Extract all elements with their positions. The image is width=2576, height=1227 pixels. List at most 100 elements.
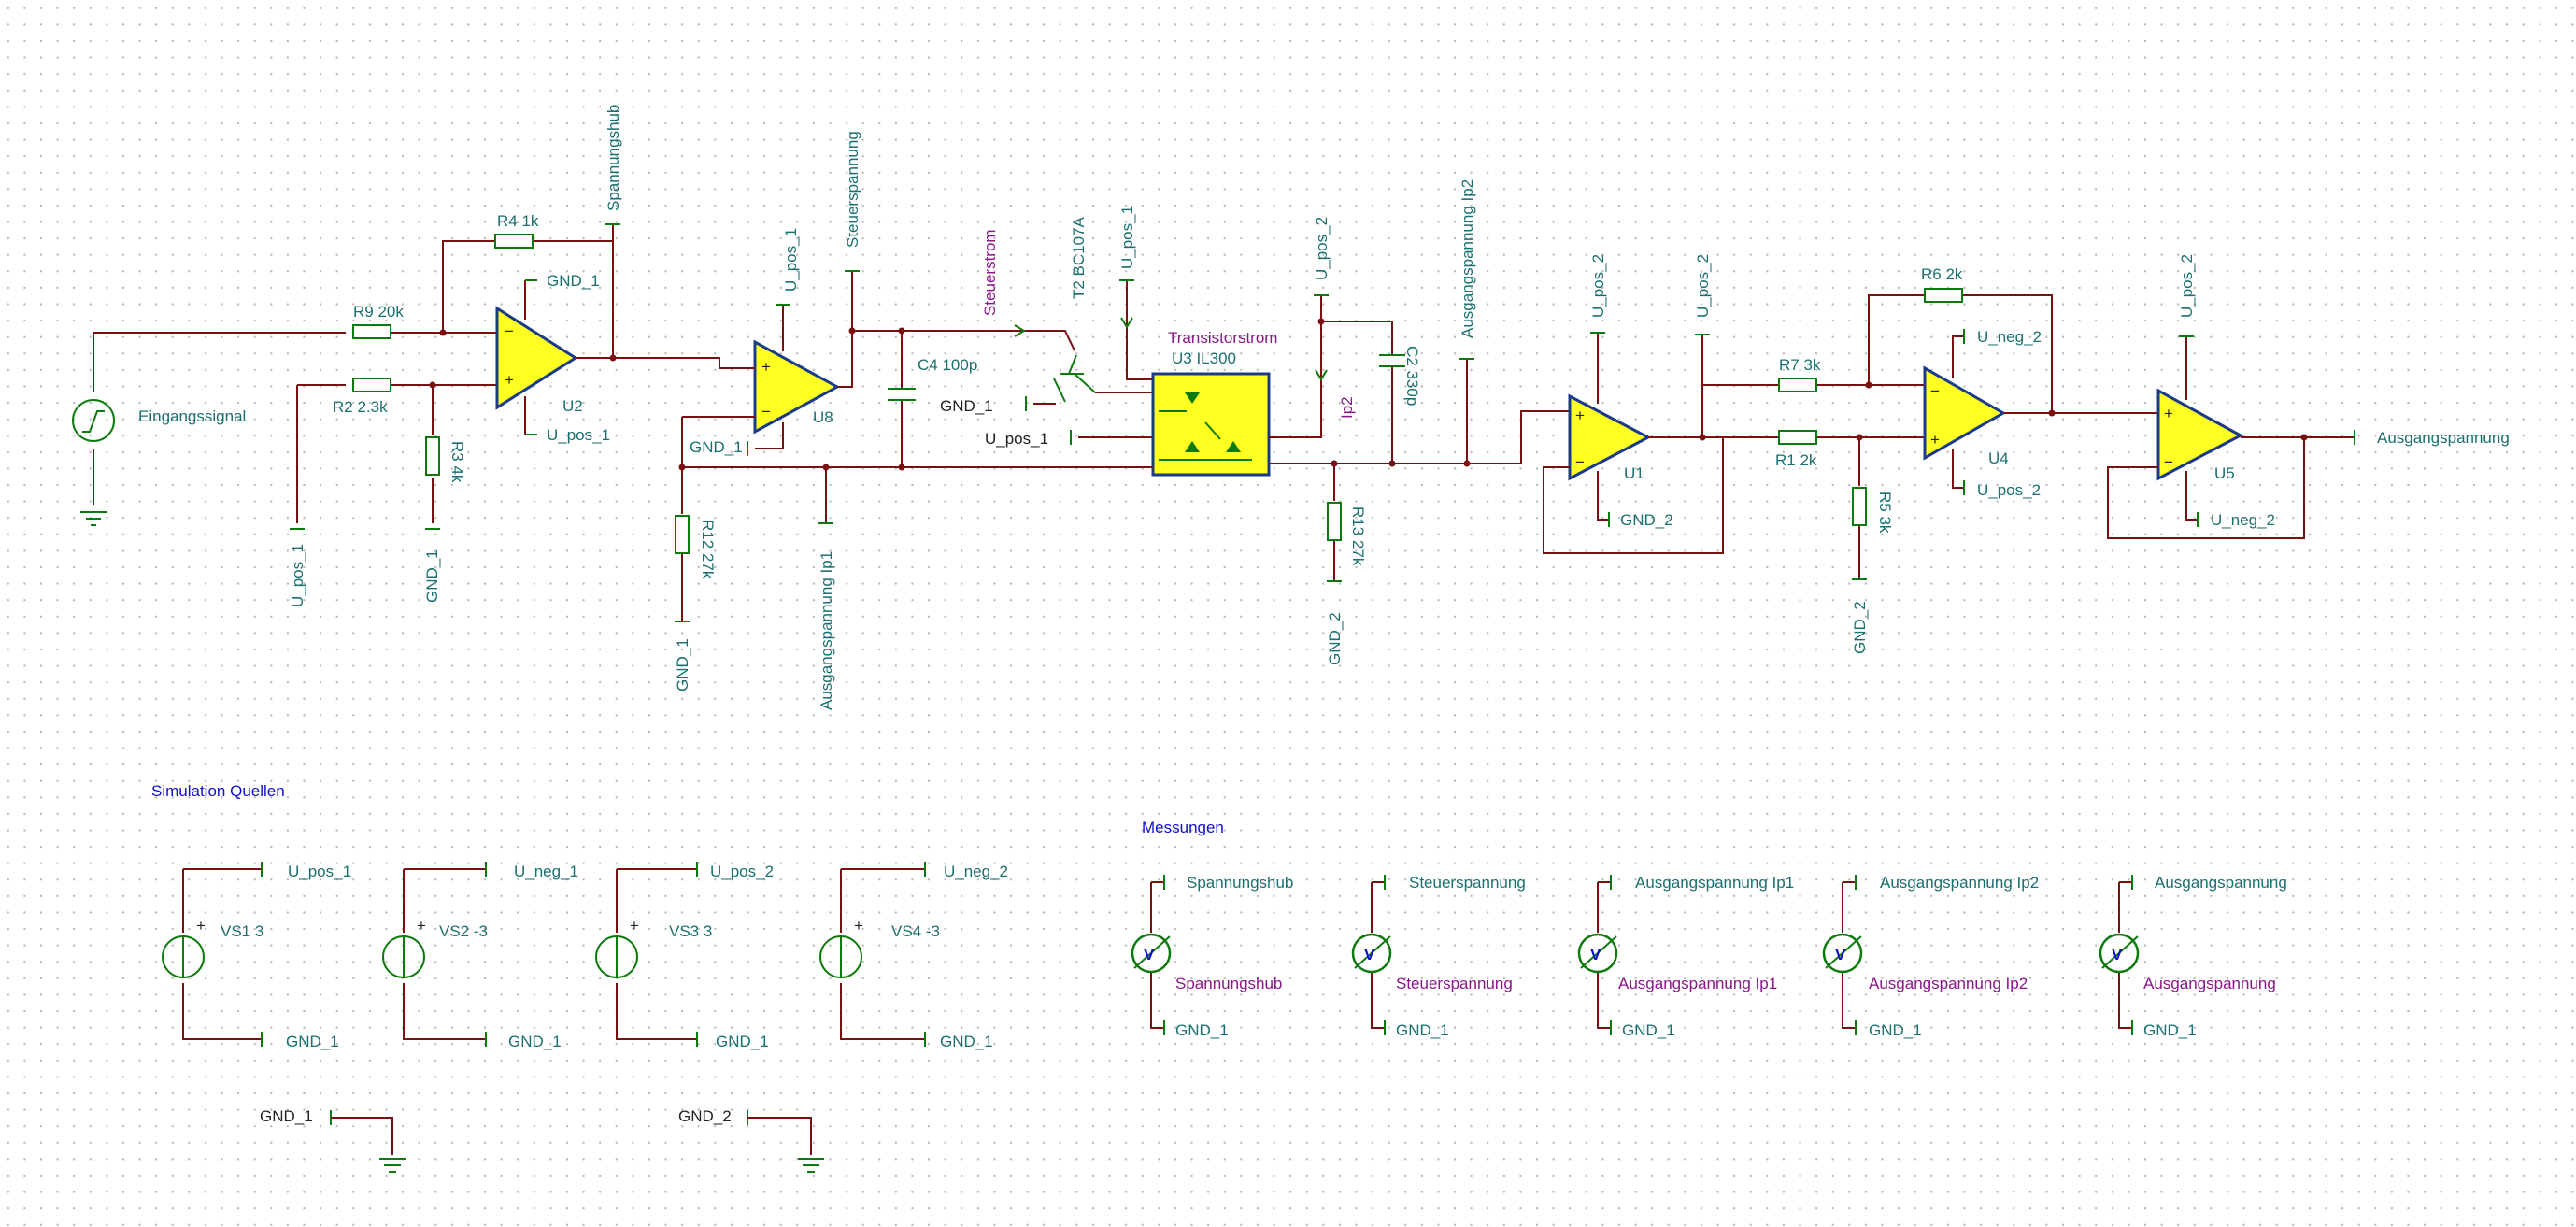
r13-gnd2-label: GND_2 [1326, 612, 1344, 665]
source-vs1[interactable] [162, 862, 263, 1047]
voltmeter-5-symbol: V [2112, 946, 2123, 963]
ausgang-ip2-label-main: Ausgangspannung Ip2 [1459, 179, 1476, 338]
voltmeter-2[interactable]: V [1351, 875, 1392, 1035]
resistor-r13[interactable] [1327, 502, 1342, 541]
vs1-bottom-label: GND_1 [286, 1033, 339, 1050]
meter5-top-label: Ausgangspannung [2155, 874, 2287, 892]
input-signal-source[interactable] [72, 333, 115, 526]
source-vs4[interactable] [819, 862, 926, 1047]
resistor-r3[interactable] [425, 436, 440, 476]
meter3-top-label: Ausgangspannung Ip1 [1635, 874, 1794, 892]
gnd1-label-r3: GND_1 [423, 549, 441, 603]
optocoupler-u3[interactable] [1151, 372, 1271, 477]
vs3-top-label: U_pos_2 [710, 863, 774, 880]
resistor-r4[interactable] [494, 234, 534, 249]
ground-symbol-gnd1 [330, 1110, 406, 1173]
ground-gnd2-label: GND_2 [678, 1107, 732, 1125]
resistor-r5[interactable] [1852, 487, 1867, 526]
resistor-r6[interactable] [1924, 288, 1963, 303]
r2-label: R2 2.3k [333, 398, 388, 416]
u4-label: U4 [1988, 449, 2009, 467]
u2-upos1-label: U_pos_1 [547, 426, 610, 444]
ground-gnd1-label: GND_1 [260, 1107, 313, 1125]
resistor-r1[interactable] [1778, 430, 1817, 445]
r12-gnd1-label: GND_1 [674, 638, 691, 692]
source-vs2[interactable] [382, 862, 487, 1047]
u3-upos1-label: U_pos_1 [1118, 206, 1136, 269]
voltmeter-4[interactable]: V [1822, 875, 1863, 1035]
input-signal-label: Eingangssignal [138, 407, 246, 425]
opamp-u2[interactable] [495, 306, 578, 410]
meter4-probe-label: Ausgangspannung Ip2 [1869, 975, 2028, 992]
meter1-probe-label: Spannungshub [1175, 975, 1282, 992]
r5-gnd2-label: GND_2 [1851, 601, 1869, 654]
ausgang-ip1-label-main: Ausgangspannung Ip1 [818, 551, 835, 710]
u4-upos2-label: U_pos_2 [1977, 481, 2041, 499]
r7-label: R7 3k [1779, 356, 1821, 374]
vs4-top-label: U_neg_2 [944, 863, 1008, 880]
meter5-probe-label: Ausgangspannung [2143, 975, 2276, 992]
svg-text:−: − [1575, 453, 1585, 471]
meter1-bottom-label: GND_1 [1175, 1021, 1229, 1039]
voltmeter-4-symbol: V [1835, 946, 1846, 963]
meter2-bottom-label: GND_1 [1396, 1021, 1449, 1039]
svg-text:−: − [1930, 382, 1940, 400]
svg-text:+: + [630, 917, 639, 935]
ausgangspannung-label-main: Ausgangspannung [2377, 429, 2510, 447]
meter3-probe-label: Ausgangspannung Ip1 [1618, 975, 1777, 992]
opamp-u8[interactable] [753, 339, 841, 435]
r9-label: R9 20k [353, 303, 404, 321]
voltmeter-3[interactable]: V [1577, 875, 1618, 1035]
u5-label: U5 [2214, 464, 2235, 482]
upos1-label-left: U_pos_1 [289, 544, 306, 607]
ip2-label: Ip2 [1338, 396, 1356, 419]
vs2-bottom-label: GND_1 [508, 1033, 562, 1050]
u3-label: U3 IL300 [1172, 350, 1236, 367]
r5-label: R5 3k [1876, 492, 1894, 534]
svg-text:+: + [417, 917, 426, 935]
r7-upos2-label: U_pos_2 [1694, 254, 1712, 318]
vs4-bottom-label: GND_1 [940, 1033, 993, 1050]
vs1-top-label: U_pos_1 [288, 863, 351, 880]
resistor-r7[interactable] [1778, 378, 1817, 392]
c4-label: C4 100p [918, 356, 977, 374]
svg-text:+: + [761, 358, 771, 376]
t2-gnd1-label: GND_1 [940, 397, 993, 415]
u1-label: U1 [1624, 464, 1644, 482]
voltmeter-3-symbol: V [1590, 946, 1601, 963]
opamp-u5[interactable] [2156, 388, 2244, 481]
voltmeter-2-symbol: V [1364, 946, 1375, 963]
u8-upos1-label: U_pos_1 [782, 228, 800, 292]
meter5-bottom-label: GND_1 [2143, 1021, 2197, 1039]
transistor-t2[interactable] [1053, 354, 1096, 403]
meter1-top-label: Spannungshub [1187, 874, 1293, 892]
u8-gnd1-label: GND_1 [690, 438, 743, 456]
svg-text:−: − [2164, 453, 2173, 471]
resistor-r12[interactable] [675, 515, 690, 554]
source-vs3[interactable] [595, 862, 698, 1047]
voltmeter-5[interactable]: V [2099, 875, 2140, 1035]
vs4-label: VS4 -3 [891, 922, 940, 940]
u5-upos2-label: U_pos_2 [2178, 254, 2196, 318]
svg-text:−: − [505, 322, 514, 340]
resistor-r2[interactable] [352, 378, 391, 392]
u4-uneg2-label: U_neg_2 [1977, 328, 2042, 346]
vs3-bottom-label: GND_1 [716, 1033, 769, 1050]
voltmeter-1[interactable]: V [1131, 875, 1172, 1035]
steuerstrom-label: Steuerstrom [981, 229, 999, 316]
c2-label: C2 330p [1403, 346, 1421, 406]
u5-uneg2-label: U_neg_2 [2211, 511, 2275, 529]
steuerspannung-label: Steuerspannung [844, 131, 861, 248]
spannungshub-label: Spannungshub [605, 105, 622, 211]
meter2-top-label: Steuerspannung [1409, 874, 1526, 892]
resistor-r9[interactable] [352, 324, 391, 339]
r6-label: R6 2k [1921, 265, 1963, 283]
svg-text:+: + [505, 371, 514, 389]
opamp-u4[interactable] [1923, 365, 2007, 461]
svg-text:+: + [1930, 431, 1940, 449]
vs1-label: VS1 3 [221, 922, 263, 940]
r13-label: R13 27k [1349, 506, 1367, 566]
opamp-u1[interactable] [1568, 393, 1652, 481]
